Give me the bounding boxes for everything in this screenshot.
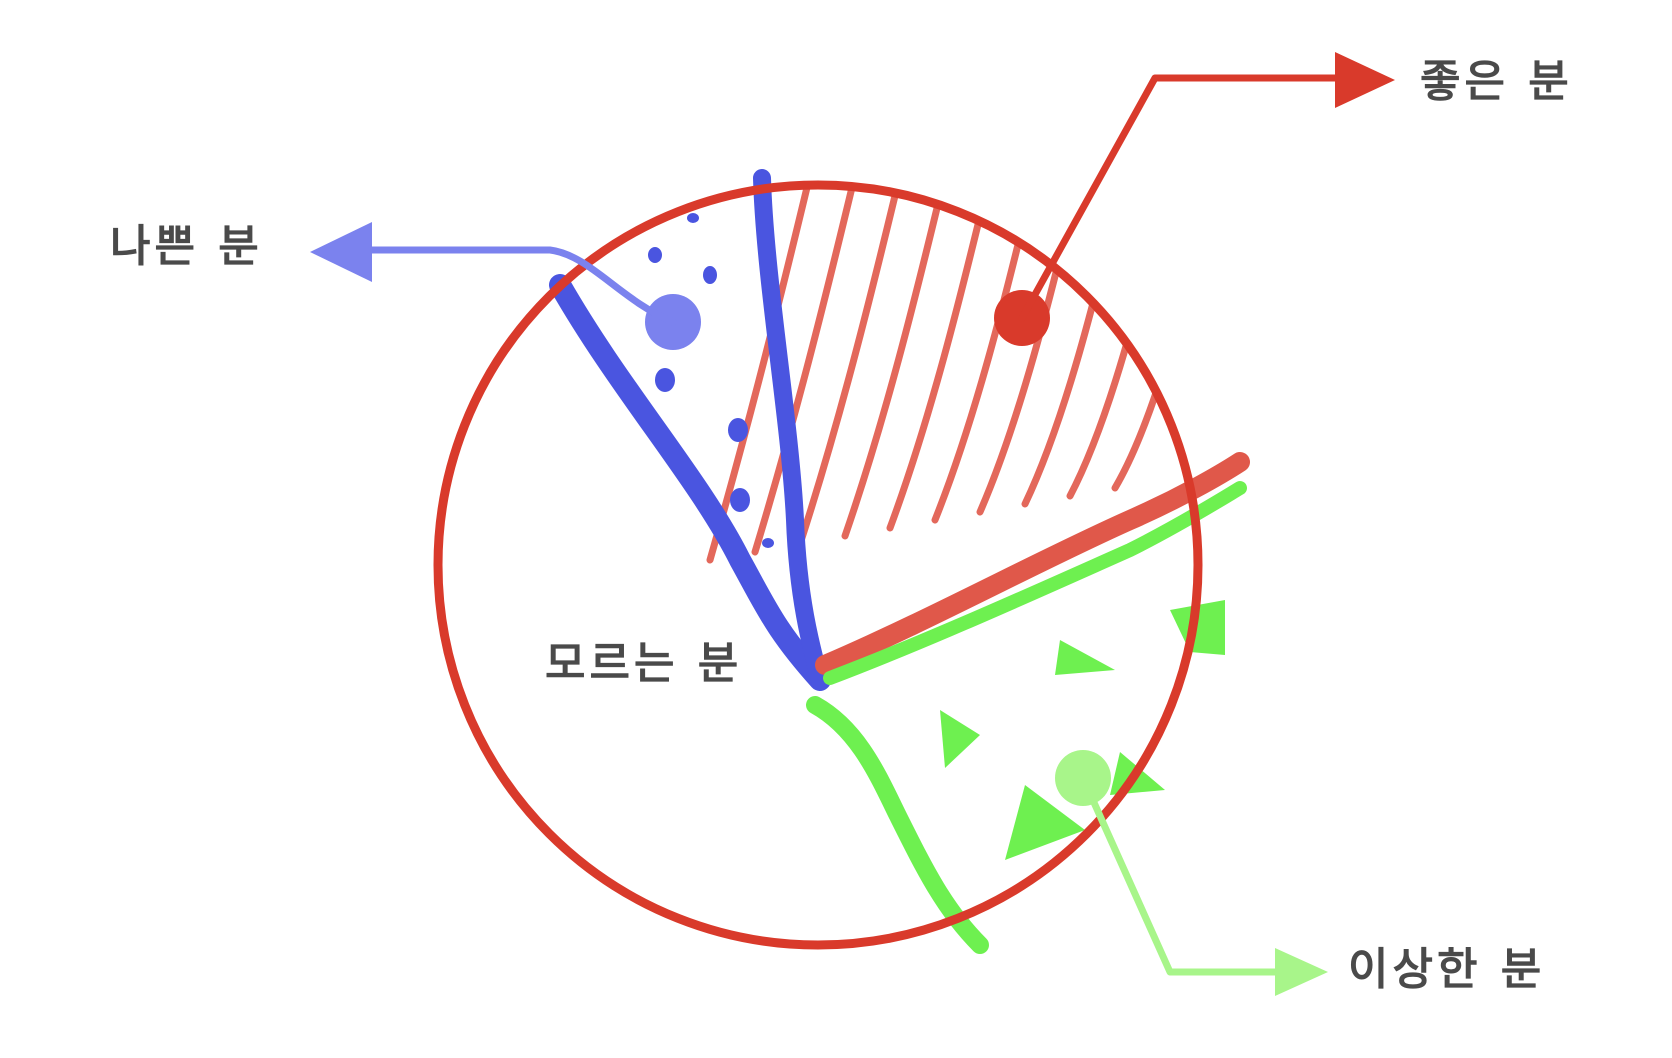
pie-outline [433, 180, 1203, 950]
good-callout [994, 52, 1395, 346]
strange-callout [1055, 750, 1328, 996]
label-strange: 이상한 분 [1348, 944, 1546, 995]
strange-callout-line [1079, 774, 1286, 976]
label-bad: 나쁜 분 [110, 221, 263, 272]
dot-mark [762, 538, 774, 548]
hatch-line [1111, 185, 1198, 492]
bad-wedge-outer-boundary [549, 274, 831, 691]
strange-wedge-triangles [940, 600, 1225, 860]
label-good: 좋은 분 [1420, 56, 1573, 107]
dot-mark [730, 488, 750, 512]
dot-mark [728, 418, 748, 442]
bad-arrow-head-icon [310, 222, 372, 282]
triangle-mark [940, 710, 980, 768]
triangle-mark [1005, 785, 1085, 860]
bad-callout [310, 222, 701, 350]
triangle-mark [1170, 600, 1225, 655]
hatch-line [706, 185, 814, 564]
bad-good-boundary [753, 169, 829, 689]
hatch-line [886, 185, 994, 532]
good-arrow-head-icon [1335, 52, 1395, 108]
bad-callout-line [356, 246, 677, 326]
strange-arrow-head-icon [1275, 948, 1328, 996]
good-strange-boundary [815, 452, 1250, 675]
label-unknown: 모르는 분 [545, 638, 743, 689]
dot-mark [687, 213, 699, 223]
good-strange-boundary-green [823, 481, 1247, 685]
hatch-line [841, 185, 949, 540]
hatch-line [751, 185, 859, 556]
dot-mark [655, 368, 675, 392]
triangle-mark [1055, 640, 1115, 675]
bad-wedge-dots [648, 213, 774, 548]
good-callout-line [1018, 74, 1349, 322]
dot-mark [703, 266, 717, 284]
dot-mark [648, 247, 662, 263]
strange-wedge-outer-boundary [806, 696, 989, 954]
hatch-line [796, 185, 904, 548]
